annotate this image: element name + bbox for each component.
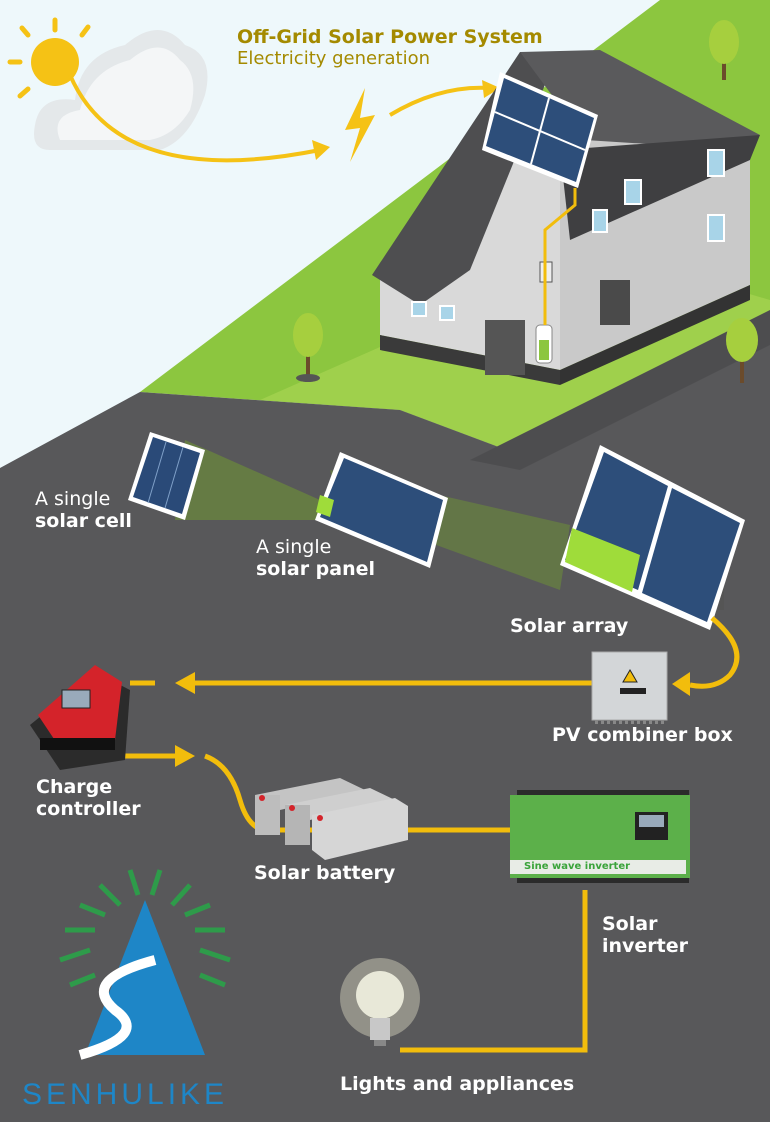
charge-controller xyxy=(30,665,130,770)
side-road xyxy=(470,310,770,470)
solar-panel-image xyxy=(315,452,448,568)
label-solar-panel-line1: A single xyxy=(256,536,332,558)
sunlight-arrow xyxy=(68,74,321,163)
label-solar-inverter-line2: inverter xyxy=(602,935,689,957)
label-charge-controller-line1: Charge xyxy=(36,776,113,798)
label-solar-inverter: Solar inverter xyxy=(602,913,688,957)
solar-cell-image xyxy=(128,432,205,520)
label-charge-controller-line2: controller xyxy=(36,798,141,820)
zoom-beam xyxy=(175,440,330,520)
arrow-head-icon xyxy=(672,672,690,696)
tree xyxy=(726,318,758,383)
inverter-device-label: Sine wave inverter xyxy=(510,860,686,874)
roof-solar-panels xyxy=(482,72,598,188)
brand-name: SENHULIKE xyxy=(22,1078,229,1111)
solar-batteries xyxy=(255,778,408,860)
label-solar-panel-line2: solar panel xyxy=(256,558,376,580)
label-solar-cell: A single solar cell xyxy=(35,488,132,532)
arrow-head-icon xyxy=(482,80,500,98)
arrow-head-icon xyxy=(312,140,330,160)
page-subtitle: Electricity generation xyxy=(237,48,431,69)
lightning-icon xyxy=(345,88,375,162)
label-solar-inverter-line1: Solar xyxy=(602,913,658,935)
wiring xyxy=(120,616,740,1053)
energy-arrow xyxy=(388,85,491,117)
sun-icon xyxy=(7,17,91,99)
tree xyxy=(293,313,323,382)
senhulike-logo xyxy=(59,869,231,1060)
solar-array-image xyxy=(560,445,745,630)
label-solar-cell-line2: solar cell xyxy=(35,510,132,532)
page-title: Off-Grid Solar Power System xyxy=(237,26,543,48)
pv-combiner-box xyxy=(591,651,668,724)
label-solar-panel: A single solar panel xyxy=(256,536,375,580)
arrow-head-icon xyxy=(175,672,195,694)
label-lights-appliances: Lights and appliances xyxy=(340,1073,575,1095)
tree xyxy=(709,20,739,80)
cloud-highlight xyxy=(57,47,194,140)
label-pv-combiner-box: PV combiner box xyxy=(552,724,733,746)
label-charge-controller: Charge controller xyxy=(36,776,141,820)
label-solar-battery: Solar battery xyxy=(254,862,396,884)
label-solar-cell-line1: A single xyxy=(35,488,111,510)
arrow-head-icon xyxy=(175,745,195,767)
light-bulb-icon xyxy=(340,958,420,1046)
label-solar-array: Solar array xyxy=(510,615,629,637)
